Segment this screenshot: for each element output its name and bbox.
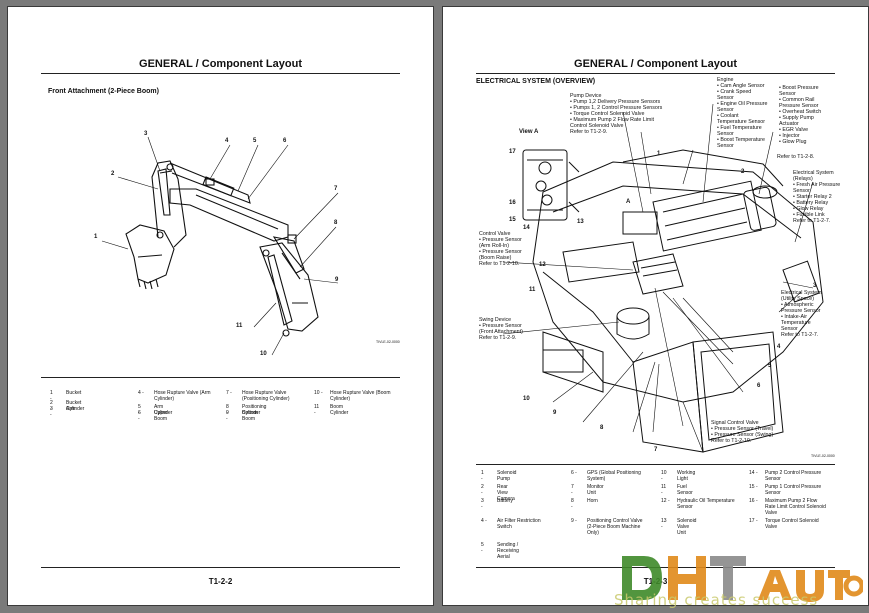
legend-rule: [41, 377, 400, 378]
callout-8: 8: [334, 220, 338, 226]
callout-7: 7: [334, 186, 338, 192]
callout-9: 9: [553, 410, 557, 416]
callout-7: 7: [654, 447, 658, 453]
note-pump-device: Pump Device • Pump 1,2 Delivery Pressure…: [570, 93, 663, 135]
figure-code: TIVLE-02-0000: [811, 454, 835, 458]
callout-17: 17: [509, 149, 516, 155]
callout-2: 2: [111, 171, 115, 177]
callout-3: 3: [144, 131, 148, 137]
callout-4: 4: [777, 344, 781, 350]
note-electrical-utility: Electrical System (Utility Space) • Atmo…: [781, 290, 822, 338]
callout-5: 5: [253, 138, 257, 144]
page-number: T1-2-2: [208, 577, 233, 586]
note-engine-ref: Refer to T1-2-8.: [777, 154, 815, 160]
note-signal-control-valve: Signal Control Valve • Pressure Sensor (…: [711, 420, 774, 444]
manual-page-left: GENERAL / Component Layout Front Attachm…: [7, 6, 434, 606]
callout-11: 11: [529, 287, 536, 293]
callout-5: 5: [768, 363, 772, 369]
callout-a: A: [626, 199, 631, 205]
legend: 1 -Bucket 2 -Bucket Cylinder 3 -Arm 4 -H…: [50, 390, 391, 422]
callout-11: 11: [236, 323, 243, 329]
callout-1: 1: [657, 151, 661, 157]
page-header: GENERAL / Component Layout: [139, 58, 302, 70]
front-attachment-diagram: [101, 136, 339, 356]
callout-15: 15: [509, 217, 516, 223]
callout-6: 6: [757, 383, 761, 389]
dht-auto-watermark-logo: [622, 556, 863, 602]
callout-16: 16: [509, 200, 516, 206]
note-engine-2: • Boost Pressure Sensor • Common Rail Pr…: [779, 85, 822, 145]
view-a-label: View A: [519, 129, 539, 135]
header-rule: [41, 73, 400, 74]
callout-14: 14: [523, 225, 530, 231]
callout-3: 3: [813, 283, 817, 289]
figure-subtitle: Front Attachment (2-Piece Boom): [48, 88, 159, 95]
figure-code: TIVLE-02-0000: [376, 340, 400, 344]
page-header: GENERAL / Component Layout: [574, 58, 737, 70]
legend: 1 -Solenoid Pump 2 -Rear View Camera 3 -…: [481, 470, 826, 560]
note-engine: Engine • Cam Angle Sensor • Crank Speed …: [717, 77, 768, 149]
callout-13: 13: [577, 219, 584, 225]
callout-10: 10: [523, 396, 530, 402]
electrical-overview-diagram: [502, 103, 824, 453]
footer-rule: [41, 567, 400, 568]
note-swing-device: Swing Device • Pressure Sensor (Front At…: [479, 317, 523, 341]
watermark-tagline: Sharing creates success: [614, 591, 819, 609]
callout-4: 4: [225, 138, 229, 144]
callout-9: 9: [335, 277, 339, 283]
callout-6: 6: [283, 138, 287, 144]
manual-page-right: GENERAL / Component Layout ELECTRICAL SY…: [442, 6, 869, 606]
note-electrical-relays: Electrical System (Relays) • Fresh Air P…: [793, 170, 841, 224]
callout-10: 10: [260, 351, 267, 357]
note-control-valve: Control Valve • Pressure Sensor (Arm Rol…: [479, 231, 522, 267]
figure-subtitle: ELECTRICAL SYSTEM (OVERVIEW): [476, 78, 596, 85]
callout-8: 8: [600, 425, 604, 431]
legend-rule: [476, 464, 835, 465]
callout-2: 2: [741, 169, 745, 175]
callout-1: 1: [94, 234, 98, 240]
header-rule: [476, 73, 835, 74]
callout-12: 12: [539, 262, 546, 268]
